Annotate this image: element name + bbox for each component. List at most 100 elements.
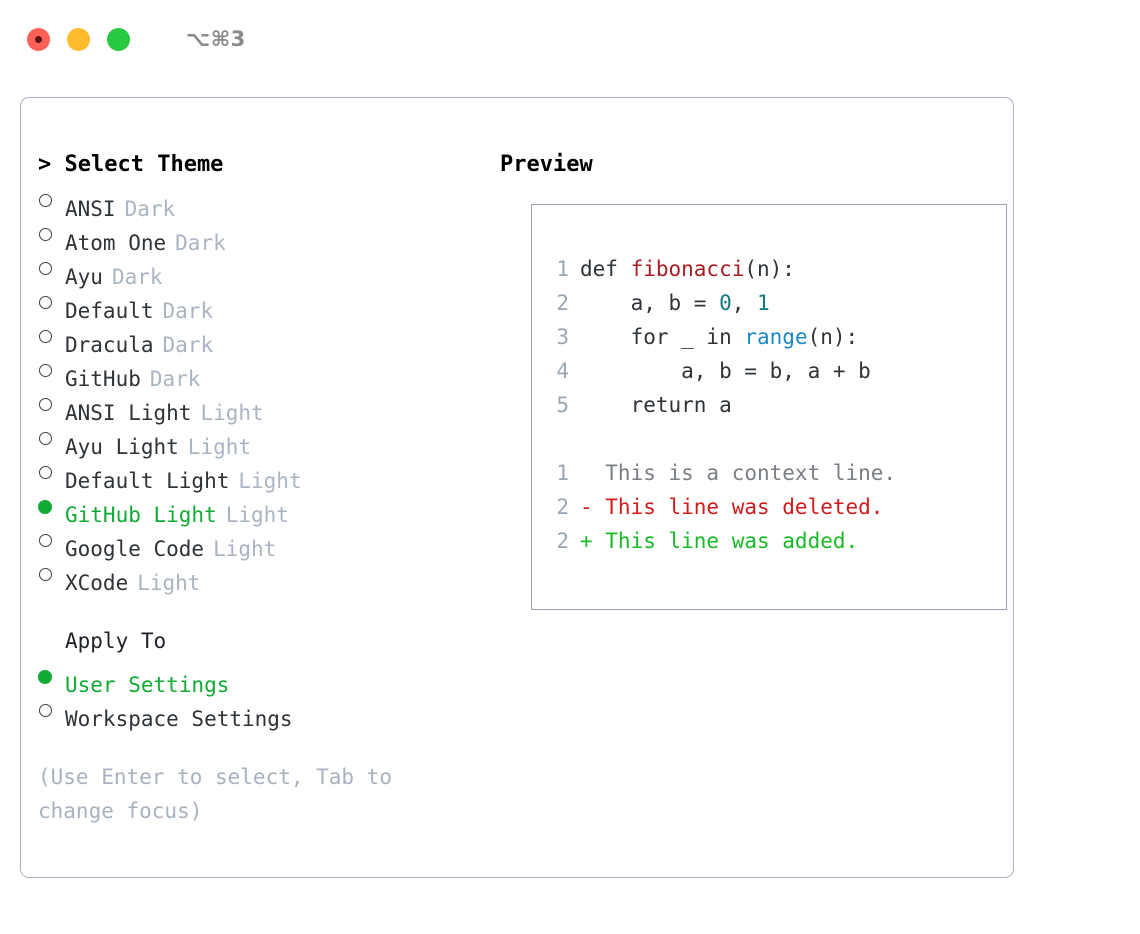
- radio-unselected-icon: [38, 216, 65, 250]
- code-line: 1 def fibonacci(n):: [545, 252, 998, 286]
- theme-option-label: Ayu Light: [65, 435, 179, 459]
- theme-option-label: Google Code: [65, 537, 205, 561]
- theme-option-0[interactable]: ANSI Dark: [38, 182, 488, 221]
- maximize-button[interactable]: [107, 27, 130, 51]
- radio-unselected-icon: [38, 692, 65, 726]
- theme-option-7[interactable]: Ayu Light Light: [38, 420, 488, 459]
- code-token-num: 0: [719, 291, 732, 315]
- theme-category-tag: Dark: [175, 231, 226, 255]
- select-theme-heading: > Select Theme: [38, 152, 224, 177]
- theme-category-tag: Dark: [162, 299, 214, 323]
- code-blank-line: [545, 422, 998, 456]
- close-button[interactable]: [27, 27, 50, 51]
- code-line: 2 a, b = 0, 1: [545, 286, 998, 320]
- code-line-content: for _ in range(n):: [580, 320, 859, 354]
- code-token-plain: (n):: [744, 257, 795, 281]
- code-token-plain: a, b = b, a + b: [580, 359, 871, 383]
- radio-unselected-icon: [38, 250, 65, 284]
- theme-option-label: ANSI: [65, 197, 116, 221]
- radio-unselected-icon: [38, 352, 65, 386]
- apply-to-option-label: Workspace Settings: [65, 707, 293, 731]
- diff-lines: 1 This is a context line.2- This line wa…: [545, 456, 998, 558]
- code-line-content: a, b = 0, 1: [580, 286, 770, 320]
- theme-category-tag: Light: [213, 537, 277, 561]
- diff-line-added: 2 + This line was added.: [545, 524, 998, 558]
- code-line-number: 2: [556, 291, 569, 315]
- apply-to-option-label: User Settings: [65, 673, 230, 697]
- minimize-button[interactable]: [67, 27, 90, 51]
- diff-line-deleted: 2- This line was deleted.: [545, 490, 998, 524]
- theme-option-label: ANSI Light: [65, 401, 192, 425]
- apply-to-option-0[interactable]: User Settings: [38, 658, 488, 697]
- theme-option-2[interactable]: Ayu Dark: [38, 250, 488, 289]
- radio-selected-icon: [38, 658, 65, 692]
- radio-selected-icon: [38, 488, 65, 522]
- code-line: 5 return a: [545, 388, 998, 422]
- code-line-content: def fibonacci(n):: [580, 252, 795, 286]
- theme-option-10[interactable]: Google Code Light: [38, 522, 488, 561]
- theme-category-tag: Light: [187, 435, 252, 459]
- code-token-plain: for _ in: [580, 325, 745, 349]
- theme-category-tag: Dark: [111, 265, 163, 289]
- theme-option-label: Dracula: [65, 333, 154, 357]
- diff-line-content: This is a context line.: [580, 461, 897, 485]
- title-bar: ⌥⌘3: [0, 0, 1140, 78]
- code-token-plain: (n):: [807, 325, 859, 349]
- theme-option-label: Default Light: [65, 469, 230, 493]
- code-line-number: 3: [556, 325, 569, 349]
- theme-category-tag: Light: [225, 503, 289, 527]
- theme-option-label: XCode: [65, 571, 129, 595]
- theme-option-label: GitHub Light: [65, 503, 217, 527]
- theme-option-8[interactable]: Default Light Light: [38, 454, 488, 493]
- radio-unselected-icon: [38, 556, 65, 590]
- code-line-number: 1: [556, 257, 569, 281]
- code-line: 4 a, b = b, a + b: [545, 354, 998, 388]
- code-token-plain: a, b =: [580, 291, 720, 315]
- code-line-content: return a: [580, 388, 732, 422]
- diff-line-context: 1 This is a context line.: [545, 456, 998, 490]
- diff-line-number: 2: [556, 529, 569, 553]
- apply-to-heading: Apply To: [65, 629, 167, 653]
- theme-option-1[interactable]: Atom One Dark: [38, 216, 488, 255]
- radio-unselected-icon: [38, 182, 65, 216]
- keyboard-hint: (Use Enter to select, Tab to change focu…: [38, 765, 393, 823]
- diff-line-content: + This line was added.: [580, 529, 859, 553]
- window-controls: [27, 27, 130, 51]
- code-line-content: a, b = b, a + b: [580, 354, 871, 388]
- code-line: 3 for _ in range(n):: [545, 320, 998, 354]
- code-token-plain: ,: [731, 291, 758, 315]
- radio-unselected-icon: [38, 284, 65, 318]
- code-token-plain: def: [580, 257, 631, 281]
- radio-unselected-icon: [38, 386, 65, 420]
- radio-unselected-icon: [38, 420, 65, 454]
- keyboard-shortcut-label: ⌥⌘3: [186, 27, 246, 51]
- theme-category-tag: Dark: [124, 197, 176, 221]
- theme-category-tag: Dark: [162, 333, 214, 357]
- code-line-number: 4: [556, 359, 569, 383]
- code-token-call: range: [744, 325, 808, 349]
- theme-category-tag: Light: [238, 469, 302, 493]
- theme-option-9[interactable]: GitHub Light Light: [38, 488, 488, 527]
- code-token-fn: fibonacci: [630, 257, 745, 281]
- theme-option-label: Atom One: [65, 231, 167, 255]
- theme-category-tag: Dark: [149, 367, 201, 391]
- radio-unselected-icon: [38, 454, 65, 488]
- theme-option-4[interactable]: Dracula Dark: [38, 318, 488, 357]
- theme-option-label: Ayu: [65, 265, 103, 289]
- apply-to-option-1[interactable]: Workspace Settings: [38, 692, 488, 731]
- code-line-number: 5: [556, 393, 569, 417]
- code-token-num: 1: [757, 291, 770, 315]
- theme-option-label: Default: [65, 299, 154, 323]
- diff-line-number: 1: [556, 461, 569, 485]
- theme-option-3[interactable]: Default Dark: [38, 284, 488, 323]
